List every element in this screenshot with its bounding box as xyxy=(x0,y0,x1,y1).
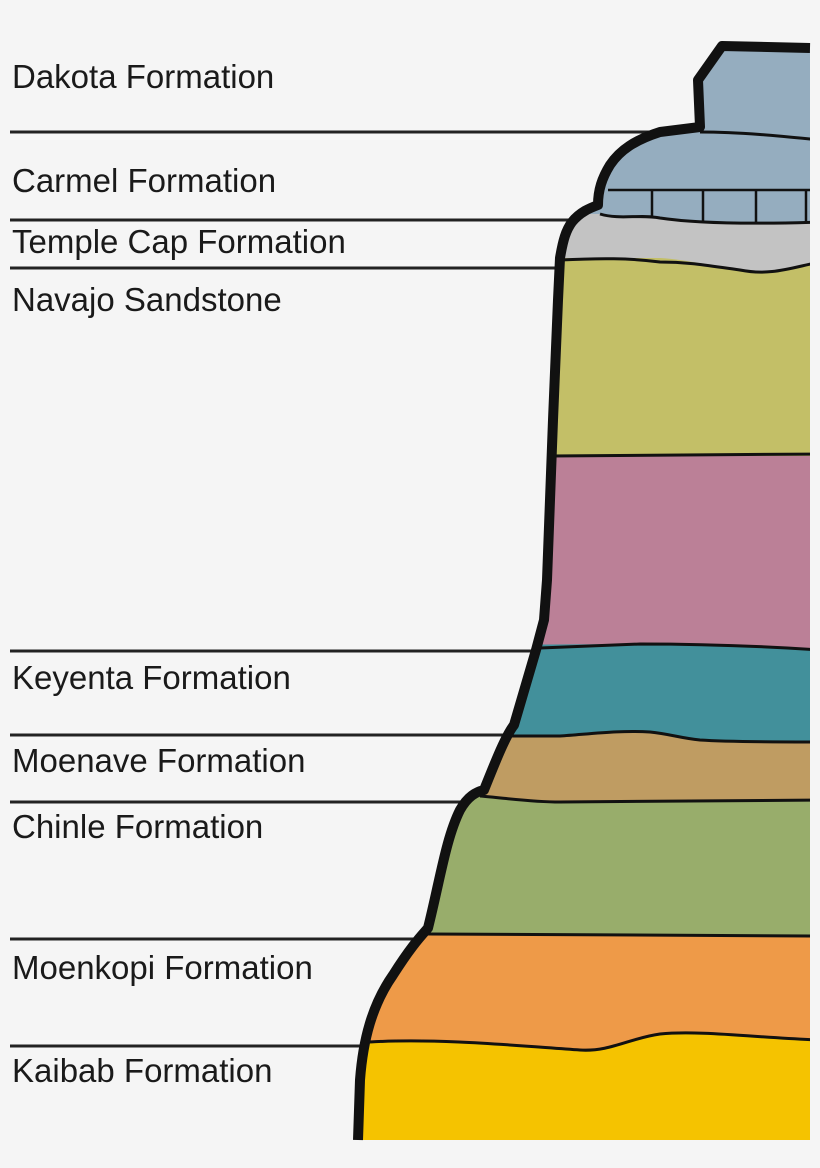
boundary-moenkopi-kaibab xyxy=(369,1031,810,1052)
label-moenave-formation: Moenave Formation xyxy=(12,742,306,779)
layer-navajo-lower xyxy=(358,456,810,650)
boundary-navajo-keyenta xyxy=(539,642,810,652)
label-kaibab-formation: Kaibab Formation xyxy=(12,1052,273,1089)
label-dakota-formation: Dakota Formation xyxy=(12,58,275,95)
label-divider-lines xyxy=(10,130,668,1048)
layer-kaibab xyxy=(358,1032,810,1140)
layer-boundaries xyxy=(369,130,810,1052)
layer-carmel xyxy=(358,130,810,222)
label-navajo-sandstone: Navajo Sandstone xyxy=(12,281,282,318)
rock-outline xyxy=(353,41,811,1141)
label-chinle-formation: Chinle Formation xyxy=(12,808,264,845)
boundary-moenave-chinle xyxy=(479,794,810,804)
label-temple-cap-formation: Temple Cap Formation xyxy=(12,223,346,260)
carmel-brick-pattern xyxy=(608,188,810,222)
layer-keyenta xyxy=(358,644,810,742)
boundary-navajo-lower xyxy=(549,452,810,458)
label-carmel-formation: Carmel Formation xyxy=(12,162,277,199)
boundary-chinle-moenkopi xyxy=(427,932,810,938)
boundary-dakota-carmel xyxy=(699,130,810,142)
layer-dakota xyxy=(358,46,810,140)
boundary-keyenta-moenave xyxy=(512,729,810,744)
boundary-temple-cap-navajo xyxy=(559,257,810,274)
boundary-carmel-temple-cap xyxy=(599,212,810,225)
label-moenkopi-formation: Moenkopi Formation xyxy=(12,949,313,986)
label-keyenta-formation: Keyenta Formation xyxy=(12,659,291,696)
layer-moenkopi xyxy=(358,932,810,1051)
layer-chinle xyxy=(358,794,810,936)
